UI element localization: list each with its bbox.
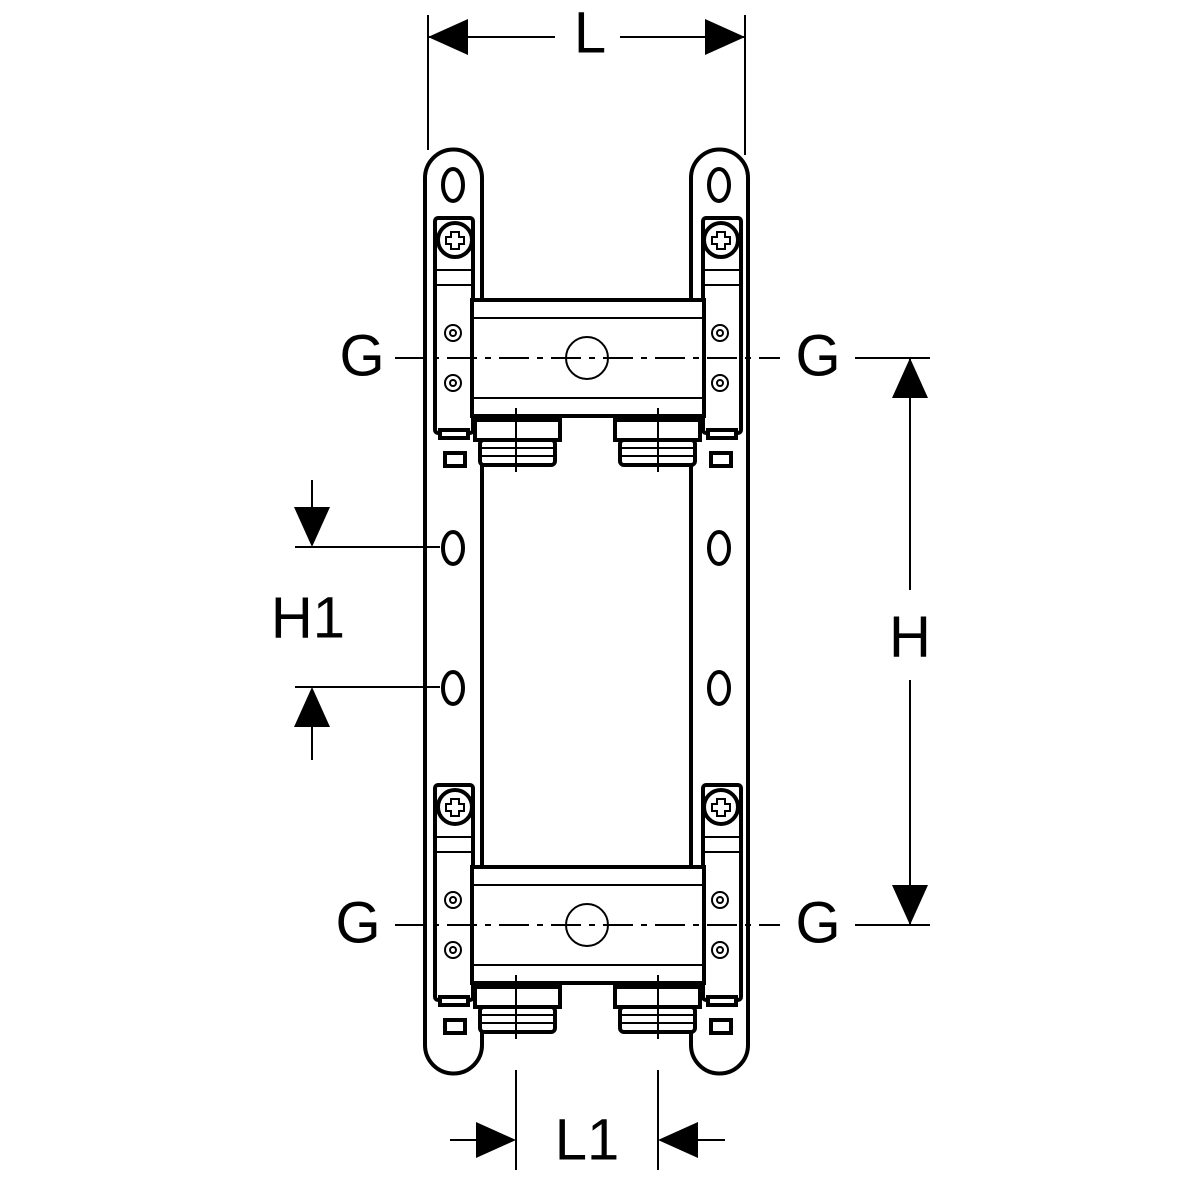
- label-H: H: [889, 605, 931, 670]
- dimension-L1: [450, 1070, 725, 1170]
- right-bracket-rail: [689, 147, 750, 1076]
- label-G-top-right: G: [795, 324, 840, 389]
- label-L: L: [574, 1, 606, 66]
- label-G-top-left: G: [339, 324, 384, 389]
- dimension-H: [855, 357, 930, 926]
- label-L1: L1: [555, 1108, 620, 1173]
- dimension-H1: [294, 480, 440, 760]
- dimension-L: [427, 15, 746, 155]
- left-bracket-rail: [423, 147, 484, 1076]
- label-G-bottom-left: G: [335, 891, 380, 956]
- top-manifold: [393, 216, 782, 474]
- bottom-manifold: [393, 783, 782, 1041]
- label-G-bottom-right: G: [795, 891, 840, 956]
- label-H1: H1: [271, 586, 345, 651]
